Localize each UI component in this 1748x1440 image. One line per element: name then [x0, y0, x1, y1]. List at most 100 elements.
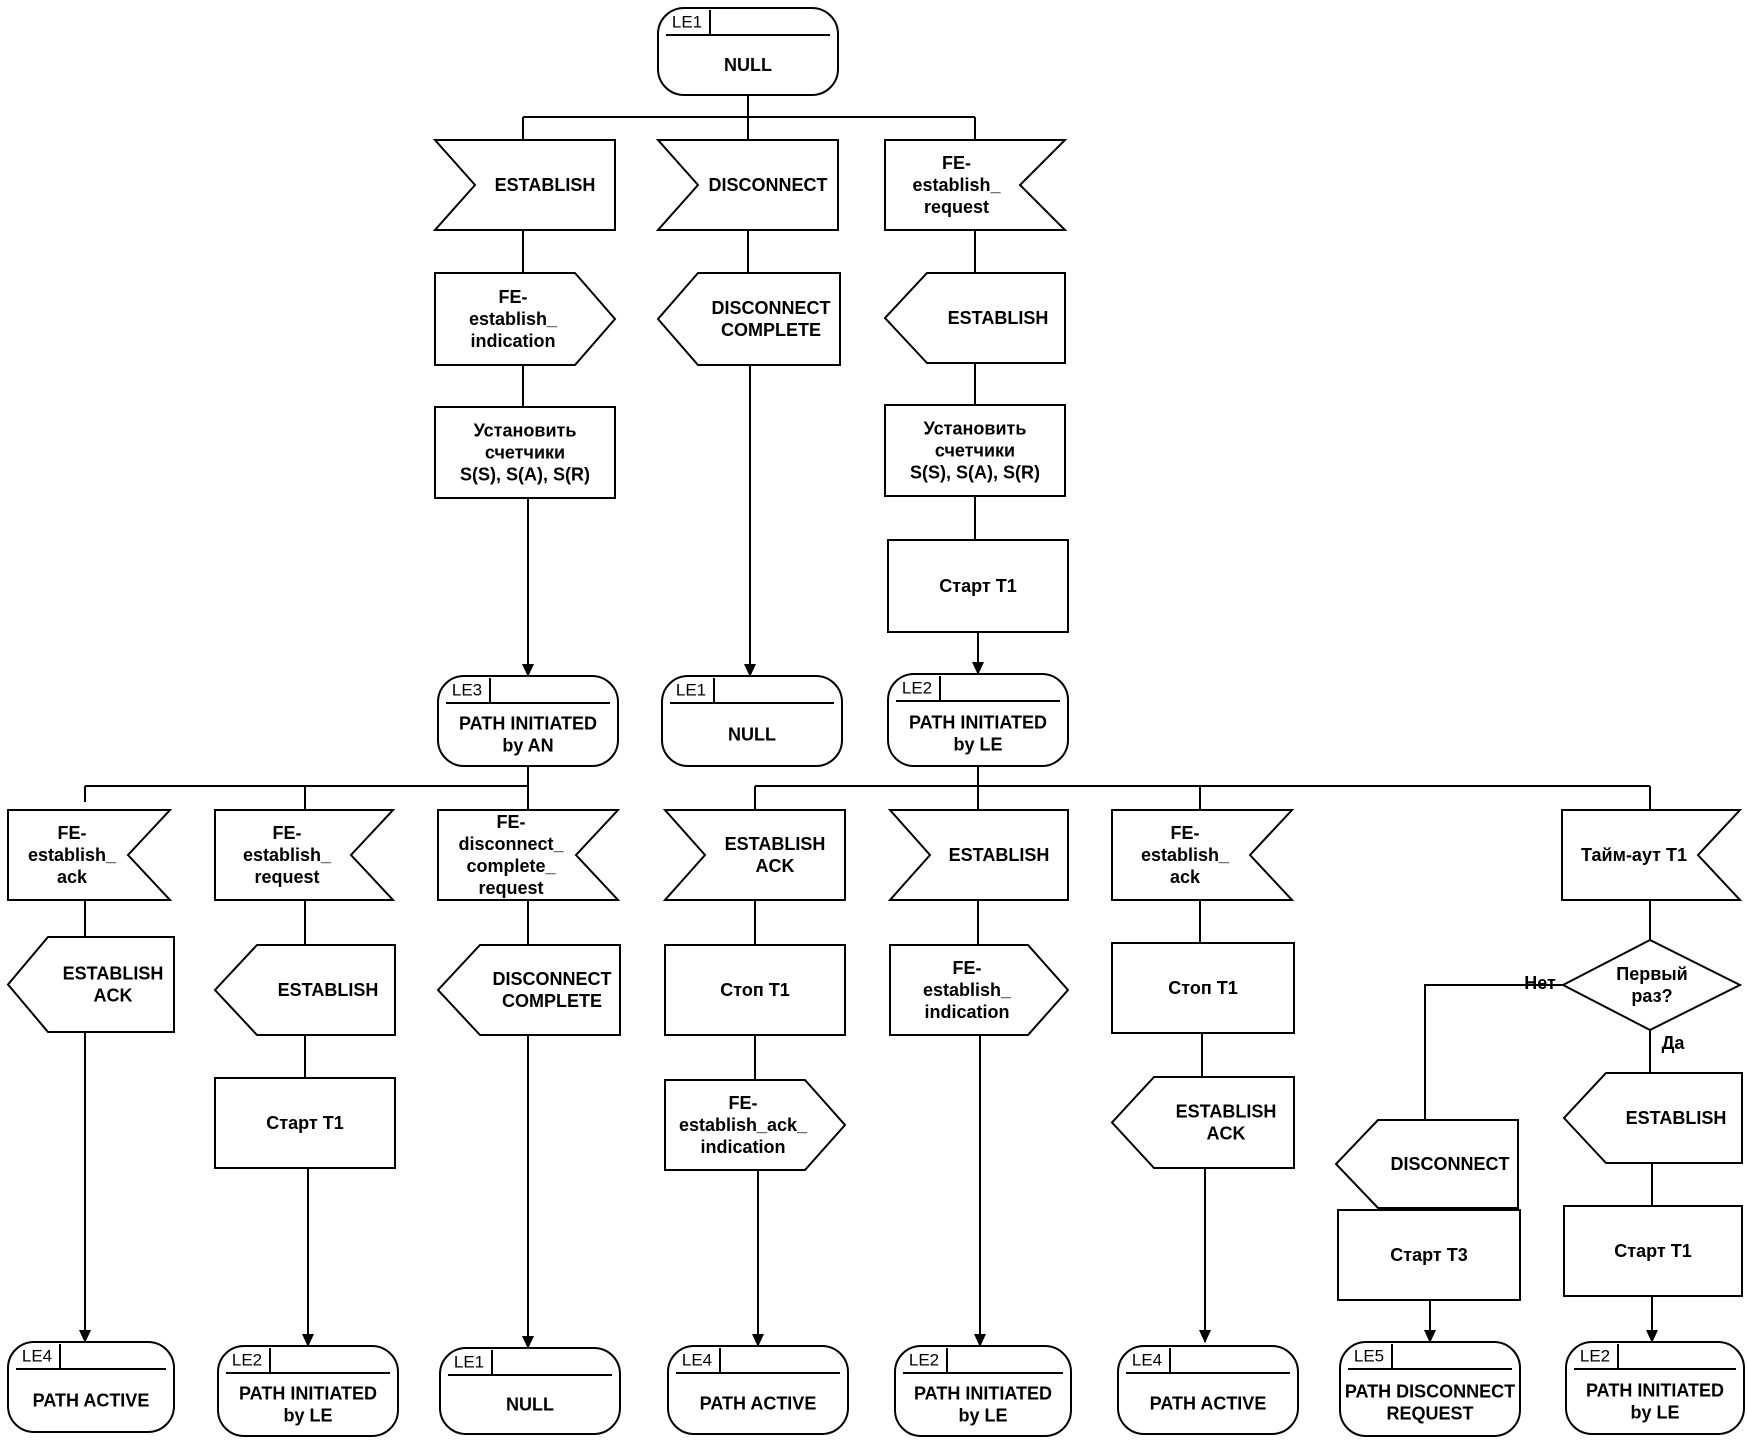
input-label: Тайм-аут T1: [1581, 845, 1687, 865]
decision-yes-label: Да: [1662, 1033, 1686, 1053]
state-label: by LE: [1630, 1403, 1679, 1423]
input-shape: [214, 809, 396, 901]
input-label: DISCONNECT: [708, 175, 827, 195]
state-label: PATH INITIATED: [459, 714, 597, 734]
arrowhead: [79, 1330, 91, 1343]
task-label: счетчики: [935, 441, 1015, 461]
state-label: PATH INITIATED: [239, 1384, 377, 1404]
input-c2-in: FE-establish_request: [214, 809, 396, 901]
input-label: request: [924, 197, 989, 217]
input-shape: [887, 809, 1069, 901]
output-c4-out: FE-establish_ack_indication: [664, 1079, 847, 1171]
decision-label: раз?: [1631, 986, 1672, 1006]
state-label: PATH ACTIVE: [700, 1394, 817, 1414]
task-label: Старт T1: [1614, 1241, 1691, 1261]
input-label: establish_: [243, 845, 332, 865]
output-label: indication: [925, 1002, 1010, 1022]
input-shape: [1111, 809, 1295, 901]
input-label: establish_: [1141, 845, 1230, 865]
task-label: S(S), S(A), S(R): [460, 465, 590, 485]
state-box: [661, 675, 843, 767]
input-t-in1: ESTABLISH: [432, 139, 616, 231]
task-box: [434, 406, 616, 499]
output-label: FE-: [953, 958, 982, 978]
input-label: disconnect_: [458, 834, 564, 854]
input-shape: [7, 809, 173, 901]
state-box: [657, 7, 839, 96]
input-label: FE-: [942, 153, 971, 173]
task-label: Стоп T1: [720, 980, 789, 1000]
output-shape: [1334, 1119, 1519, 1209]
state-box: [439, 1347, 621, 1435]
state-box: [217, 1345, 399, 1437]
task-c2-task: Старт T1: [214, 1077, 396, 1169]
output-label: indication: [471, 331, 556, 351]
output-shape: [883, 272, 1066, 364]
input-label: ESTABLISH: [949, 845, 1050, 865]
input-shape: [662, 809, 846, 901]
task-label: Установить: [924, 419, 1027, 439]
task-box: [1111, 942, 1295, 1034]
state-tag: LE1: [454, 1353, 484, 1372]
output-shape: [656, 272, 841, 366]
task-box: [884, 404, 1066, 497]
state-tag: LE1: [676, 681, 706, 700]
input-shape: [884, 139, 1068, 231]
output-label: ESTABLISH: [1626, 1108, 1727, 1128]
arrowhead: [752, 1334, 764, 1347]
output-c7-out: DISCONNECT: [1334, 1119, 1519, 1209]
task-label: Старт T1: [266, 1113, 343, 1133]
output-label: ESTABLISH: [63, 964, 164, 984]
output-label: establish_: [469, 309, 558, 329]
input-t-in3: FE-establish_request: [884, 139, 1068, 231]
output-shape: [436, 944, 621, 1036]
arrowhead: [522, 1336, 534, 1349]
state-box: [1117, 1345, 1299, 1435]
input-label: request: [478, 878, 543, 898]
input-label: FE-: [1171, 823, 1200, 843]
output-c5-out: FE-establish_indication: [889, 944, 1070, 1036]
task-box: [1563, 1205, 1743, 1297]
task-box: [664, 944, 846, 1036]
output-label: indication: [701, 1137, 786, 1157]
arrowhead: [522, 664, 534, 677]
input-label: FE-: [58, 823, 87, 843]
input-shape: [437, 809, 621, 901]
input-label: establish_: [912, 175, 1001, 195]
state-label: PATH INITIATED: [1586, 1381, 1724, 1401]
input-c6-in: FE-establish_ack: [1111, 809, 1295, 901]
state-label: by LE: [953, 735, 1002, 755]
input-shape: [655, 139, 839, 231]
state-box: [887, 673, 1069, 767]
state-box: [667, 1345, 849, 1435]
state-label: PATH ACTIVE: [33, 1391, 150, 1411]
task-label: Старт T3: [1390, 1245, 1467, 1265]
task-label: S(S), S(A), S(R): [910, 463, 1040, 483]
input-c5-in: ESTABLISH: [887, 809, 1069, 901]
input-shape: [1561, 809, 1743, 901]
output-label: DISCONNECT: [492, 969, 611, 989]
state-label: PATH INITIATED: [914, 1384, 1052, 1404]
state-label: NULL: [506, 1395, 554, 1415]
output-t3-out: ESTABLISH: [883, 272, 1066, 364]
input-label: FE-: [273, 823, 302, 843]
input-c3-in: FE-disconnect_complete_request: [437, 809, 621, 901]
state-box: [1339, 1341, 1521, 1437]
decision-diamond: [1560, 938, 1743, 1032]
output-shape: [213, 944, 396, 1036]
output-shape: [6, 936, 175, 1033]
output-shape: [1562, 1072, 1743, 1164]
output-shape: [1110, 1076, 1295, 1169]
connector: [1424, 984, 1563, 1120]
